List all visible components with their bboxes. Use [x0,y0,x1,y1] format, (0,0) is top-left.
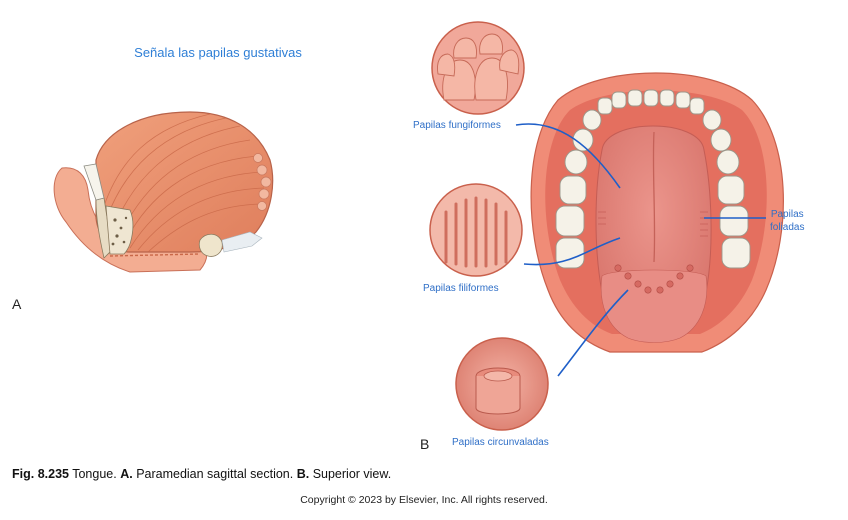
copyright-notice: Copyright © 2023 by Elsevier, Inc. All r… [300,494,548,506]
page-title: Señala las papilas gustativas [134,45,302,60]
hyoid-bone [198,233,223,257]
fungiform-magnified-circle [431,21,525,115]
label-filiform: Papilas filiformes [423,283,499,294]
caption-b-letter: B. [296,467,310,481]
panel-a-label: A [12,296,22,312]
panel-b-label: B [420,436,430,452]
filiform-magnified-circle [429,183,523,277]
label-foliate-line2: foliadas [770,222,805,233]
figure-caption: Fig. 8.235 Tongue. A. Paramedian sagitta… [12,467,391,481]
superior-view-illustration [530,72,784,353]
incisor [83,163,105,201]
sagittal-section-illustration [53,111,274,273]
circumvallate-magnified-circle [455,337,549,431]
caption-a-letter: A. [120,467,133,481]
label-foliate: Papilas foliadas [770,208,804,234]
caption-fig-number: Fig. 8.235 [12,467,69,481]
label-foliate-line1: Papilas [770,209,804,220]
label-fungiform: Papilas fungiformes [413,120,501,131]
caption-a-text: Paramedian sagittal section. [136,467,294,481]
leader-lines [515,123,766,377]
dental-arch [555,89,751,269]
label-circumvallate: Papilas circunvaladas [452,437,549,448]
caption-subject: Tongue. [72,467,117,481]
caption-b-text: Superior view. [312,467,392,481]
